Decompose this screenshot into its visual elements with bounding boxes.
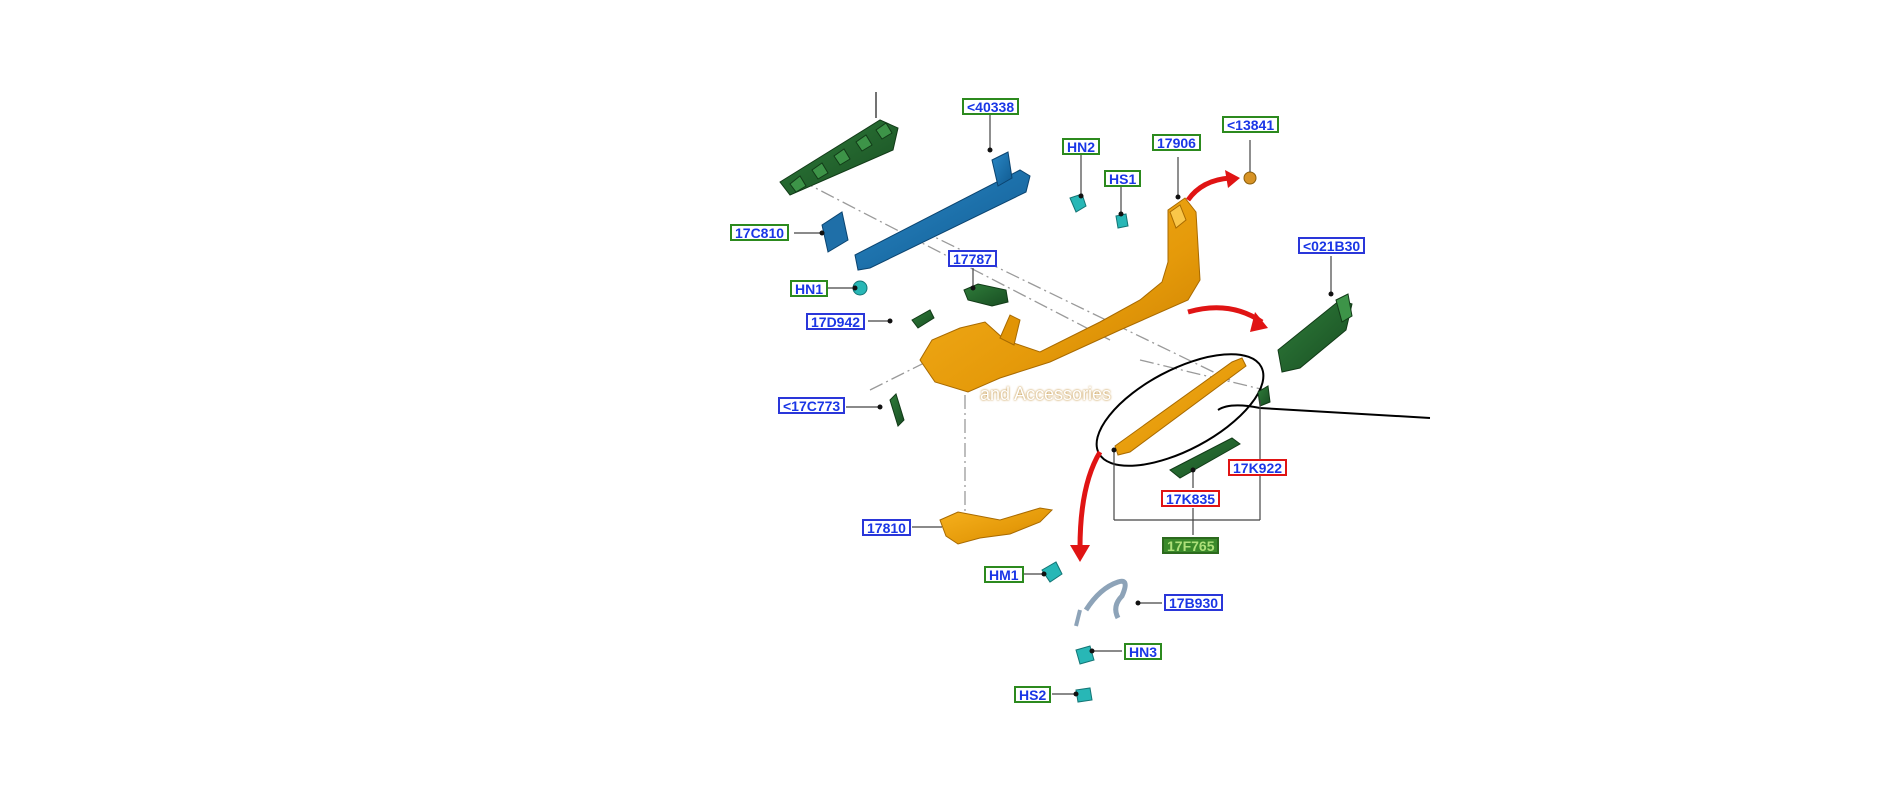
reinforcement-beam xyxy=(821,151,1031,271)
part-label-hs1[interactable]: HS1 xyxy=(1104,170,1142,187)
part-label-17c773[interactable]: <17C773 xyxy=(778,397,846,414)
leader-lines xyxy=(794,115,1332,695)
hand-drawn-pointer-line xyxy=(1217,404,1431,419)
part-label-17b930[interactable]: 17B930 xyxy=(1164,594,1224,611)
part-label-hm1[interactable]: HM1 xyxy=(984,566,1024,583)
part-label-17f765[interactable]: 17F765 xyxy=(1162,537,1220,554)
bumper-cover xyxy=(919,197,1201,393)
part-label-hn2[interactable]: HN2 xyxy=(1062,138,1101,155)
wire-bracket xyxy=(1083,578,1128,620)
watermark-text: and Accessories xyxy=(980,384,1112,404)
small-brackets xyxy=(889,283,1271,479)
bumper-trim-strip xyxy=(1114,357,1247,456)
lower-corner-cover xyxy=(939,507,1054,545)
part-label-hs2[interactable]: HS2 xyxy=(1014,686,1052,703)
part-label-17906[interactable]: 17906 xyxy=(1152,134,1201,151)
fasteners xyxy=(852,171,1257,703)
energy-absorber-top xyxy=(779,92,899,196)
part-label-40338[interactable]: <40338 xyxy=(962,98,1020,115)
part-label-hn3[interactable]: HN3 xyxy=(1124,643,1163,660)
part-label-021b30[interactable]: <021B30 xyxy=(1298,237,1366,254)
part-label-13841[interactable]: <13841 xyxy=(1222,116,1280,133)
part-label-17k835[interactable]: 17K835 xyxy=(1161,490,1221,507)
part-label-17c810[interactable]: 17C810 xyxy=(730,224,790,241)
part-label-17810[interactable]: 17810 xyxy=(862,519,911,536)
part-label-17d942[interactable]: 17D942 xyxy=(806,313,866,330)
side-bracket-right xyxy=(1277,293,1353,373)
leader-dots xyxy=(819,147,1334,697)
part-label-17k922[interactable]: 17K922 xyxy=(1228,459,1288,476)
part-label-hn1[interactable]: HN1 xyxy=(790,280,829,297)
part-label-17787[interactable]: 17787 xyxy=(948,250,997,267)
